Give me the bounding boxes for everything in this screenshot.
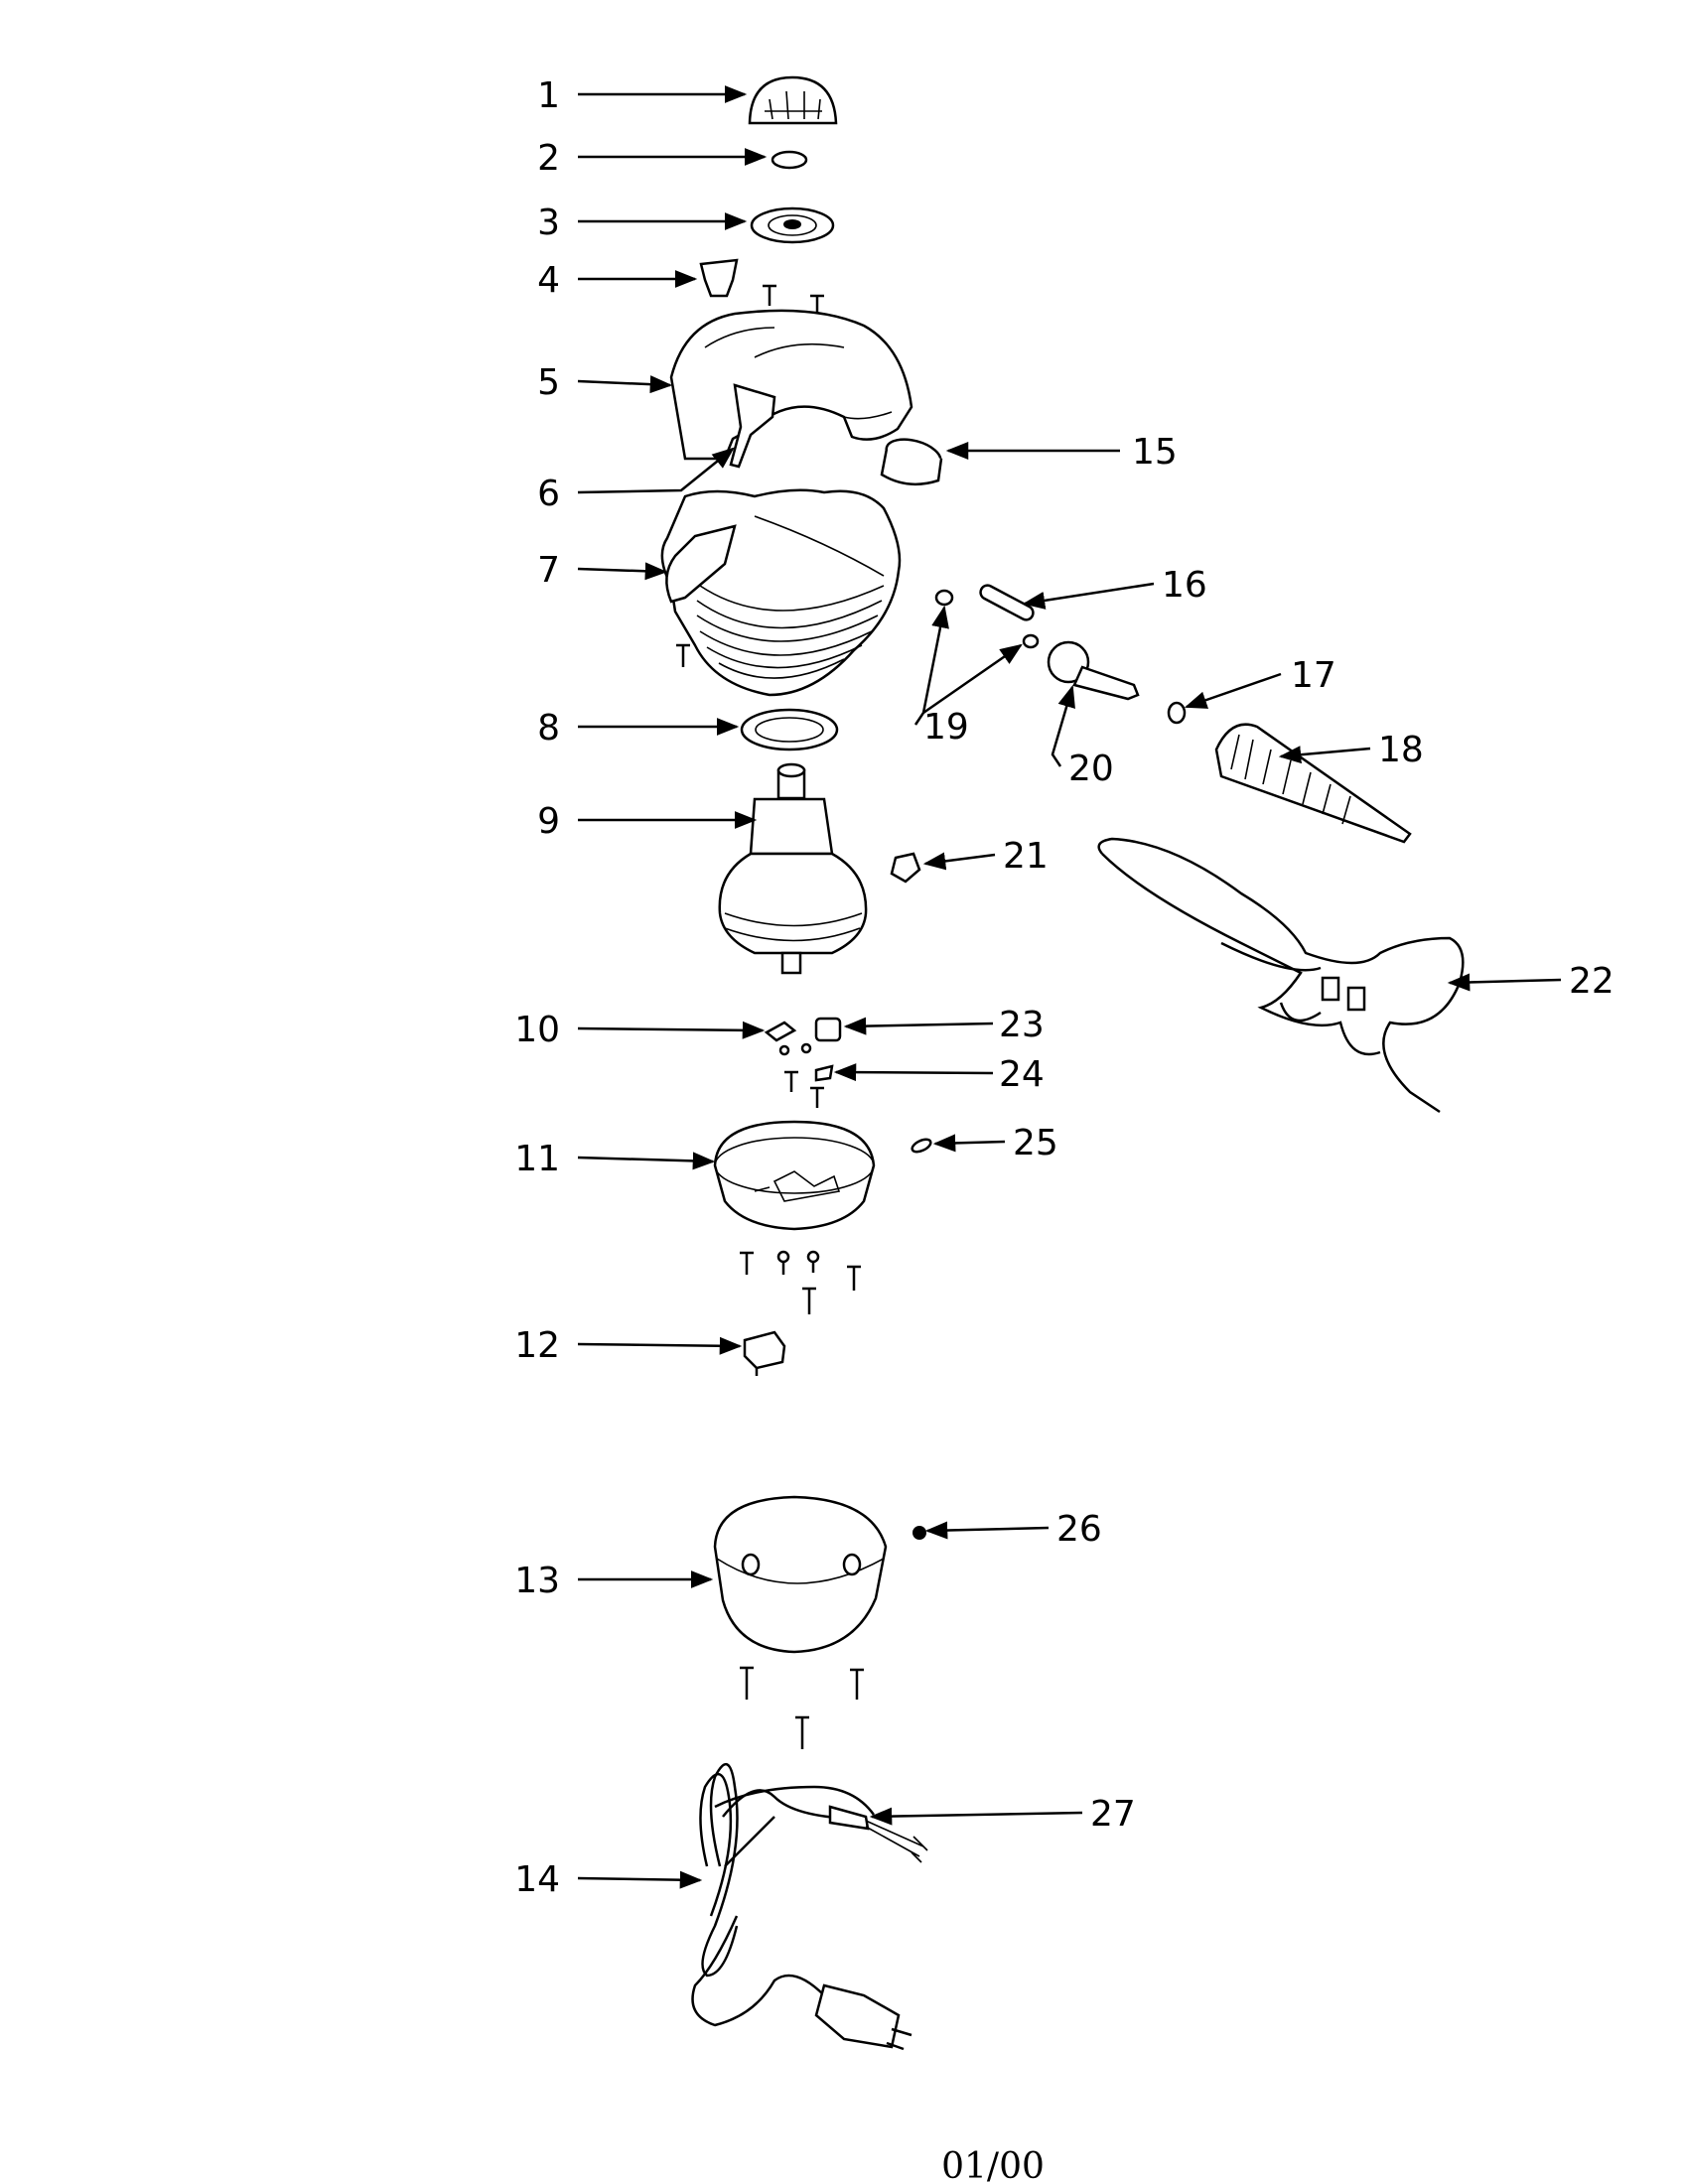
callout-7: 7 [537,550,560,591]
callout-4: 4 [537,260,560,301]
callout-11: 11 [514,1139,560,1179]
callout-2: 2 [537,138,560,179]
part-1-cap [748,75,838,125]
part-21-fitting [890,852,921,884]
part-5-handle-cover [669,309,913,461]
callout-19: 19 [923,707,969,748]
part-11-base-tray [713,1120,876,1231]
callout-labels: 1 2 3 4 5 6 7 8 9 10 11 12 13 14 15 16 1… [514,75,1614,1900]
callout-9: 9 [537,801,560,842]
part-2-o-ring [771,150,808,170]
part-7-boiler-housing [660,488,902,697]
callout-24: 24 [999,1054,1045,1095]
callout-14: 14 [514,1859,560,1900]
callout-21: 21 [1003,836,1049,877]
callout-12: 12 [514,1325,560,1366]
callout-17: 17 [1291,655,1336,696]
page-footer-date: 01/00 [941,2146,1045,2184]
callout-16: 16 [1162,565,1207,606]
screws-upper [763,284,824,316]
leader-lines [577,85,1562,1889]
part-4-knob [699,258,739,298]
part-19-seals [934,589,1040,649]
callout-8: 8 [537,708,560,749]
callout-3: 3 [537,203,560,243]
callout-20: 20 [1068,749,1114,789]
callout-23: 23 [999,1005,1045,1045]
screw-left [676,643,690,667]
part-10-clip [764,1021,797,1042]
callout-26: 26 [1056,1509,1102,1550]
callout-22: 22 [1569,961,1614,1002]
fasteners-middle [778,1042,824,1108]
callout-1: 1 [537,75,560,116]
part-13-base [713,1495,888,1654]
part-15-nozzle-ring [880,438,943,486]
part-6-trigger [729,383,776,469]
part-12-switch [743,1330,786,1376]
fasteners-lower [740,1250,861,1314]
callout-6: 6 [537,474,560,514]
callout-10: 10 [514,1010,560,1050]
part-14-power-cord [691,1763,912,2051]
part-24-bracket [814,1064,834,1082]
part-9-boiler [718,762,868,975]
callout-27: 27 [1090,1794,1136,1835]
callout-5: 5 [537,362,560,403]
screws-base [740,1666,864,1749]
part-25-small-part [911,1138,932,1154]
callout-15: 15 [1132,432,1178,473]
part-17-small-ring [1167,701,1187,725]
part-16-tube [979,584,1035,621]
callout-13: 13 [514,1561,560,1601]
part-27-cord-end [714,1785,928,1863]
callout-25: 25 [1013,1123,1058,1163]
part-3-washer [750,206,835,244]
part-26-plug [912,1526,926,1540]
callout-18: 18 [1378,730,1424,770]
part-20-valve [1047,640,1140,701]
part-23-thermostat [814,1017,842,1042]
part-22-hose-assembly [1097,837,1465,1114]
part-18-brush [1214,723,1412,844]
part-8-gasket [740,708,839,751]
